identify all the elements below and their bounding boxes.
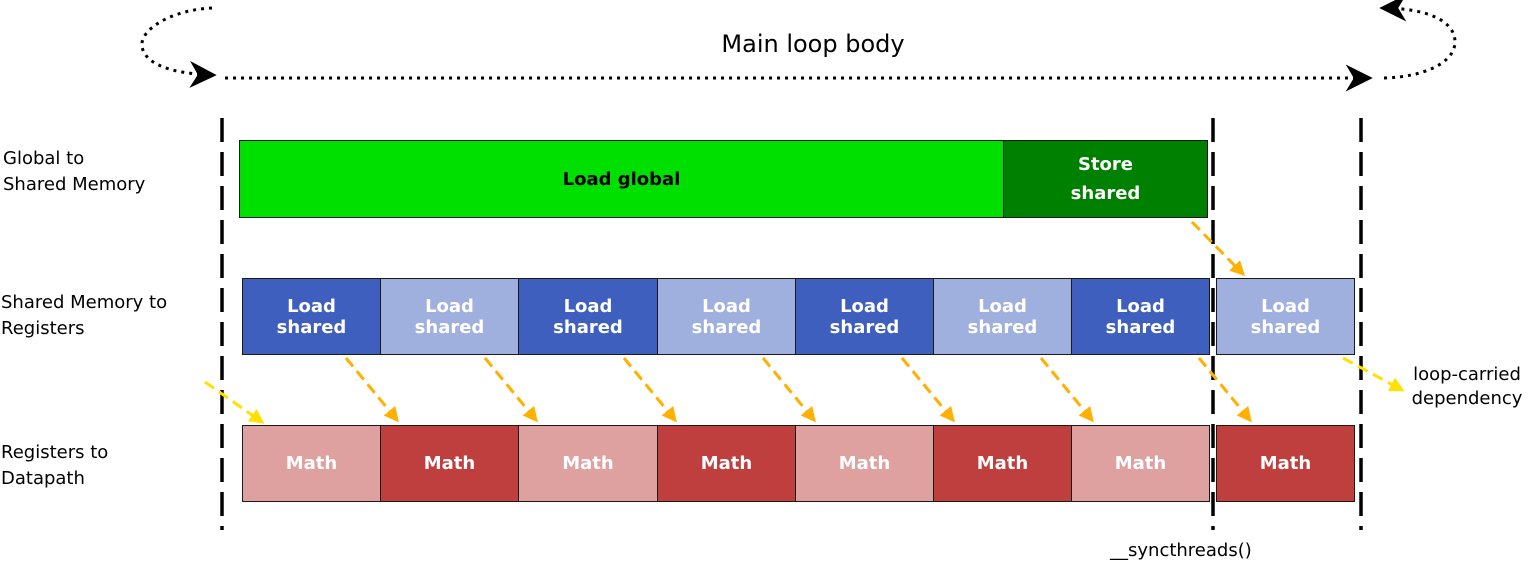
- dependency-arrow: [483, 357, 538, 423]
- dependency-arrow: [622, 357, 677, 423]
- store-shared-block: Store shared: [1003, 140, 1208, 218]
- loop-carried-dependency-label: loop-carried dependency: [1411, 364, 1523, 409]
- dependency-arrow: [1039, 357, 1094, 423]
- dependency-arrow: [1197, 357, 1252, 423]
- dependency-arrow: [761, 357, 816, 423]
- row-label-global-to-shared: Global to Shared Memory: [3, 148, 146, 195]
- loop-carried-in-arrow: [204, 380, 265, 424]
- syncthreads-label: __syncthreads(): [1110, 540, 1252, 561]
- load-global-block: Load global: [239, 140, 1004, 218]
- math-block: Math: [518, 425, 658, 502]
- dependency-arrow: [344, 357, 399, 423]
- loop-carried-out-arrow: [1342, 356, 1405, 392]
- row-label-shared-to-registers: Shared Memory to Registers: [1, 292, 168, 339]
- math-block: Math: [1071, 425, 1210, 502]
- math-block: Math: [380, 425, 519, 502]
- math-block: Math: [933, 425, 1072, 502]
- math-block: Math: [795, 425, 934, 502]
- math-block: Math: [242, 425, 381, 502]
- main-loop-title: Main loop body: [721, 30, 905, 58]
- dependency-arrow: [900, 357, 955, 423]
- math-block-next-iteration: Math: [1216, 425, 1355, 502]
- loop-back-right-arrow: [1379, 0, 1457, 80]
- row-label-registers-to-datapath: Registers to Datapath: [1, 442, 109, 489]
- store-to-load-arrow: [1190, 220, 1246, 277]
- math-block: Math: [657, 425, 796, 502]
- loop-back-left-arrow: [140, 6, 217, 88]
